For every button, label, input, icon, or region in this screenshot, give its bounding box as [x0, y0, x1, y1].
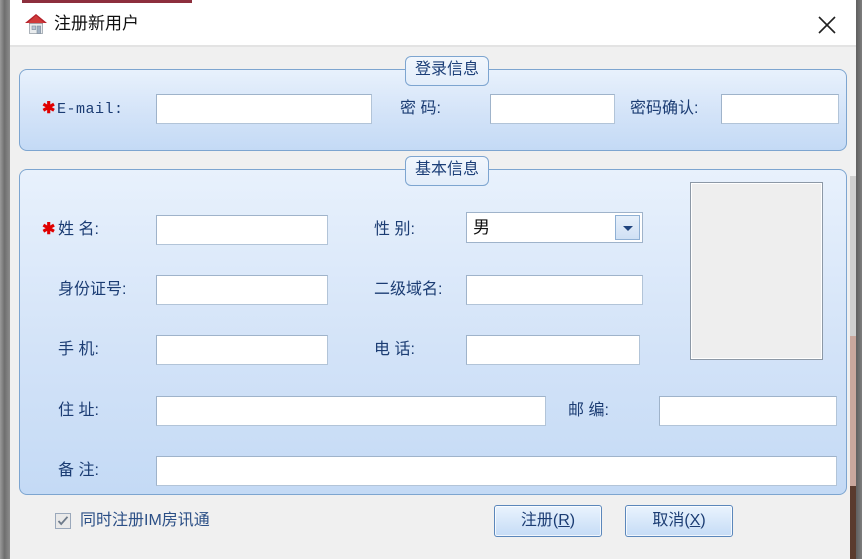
register-im-checkbox[interactable]: 同时注册IM房讯通 — [55, 509, 210, 533]
title-bar: 注册新用户 — [10, 3, 856, 45]
gender-selected-value: 男 — [473, 218, 490, 237]
email-input[interactable] — [156, 94, 372, 124]
window-frame-right — [856, 0, 862, 559]
register-button[interactable]: 注册(R) — [494, 505, 602, 537]
cancel-button-label: 取消( — [652, 512, 690, 529]
dialog-body: 登录信息 ✱ E-mail: 密 码: 密码确认: 基本信息 ✱ 姓 名: 性 … — [10, 47, 856, 559]
group-login-info: 登录信息 ✱ E-mail: 密 码: 密码确认: — [19, 56, 847, 151]
background-peek-middle — [850, 336, 856, 486]
telephone-input[interactable] — [466, 335, 640, 365]
postcode-input[interactable] — [659, 396, 837, 426]
label-remark: 备 注: — [58, 462, 99, 479]
group-login-info-title: 登录信息 — [405, 56, 490, 86]
cancel-button-accel: X — [689, 512, 701, 529]
label-address: 住 址: — [58, 402, 99, 419]
cancel-button-label-end: ) — [700, 512, 706, 529]
background-peek-lower — [850, 486, 856, 559]
label-password: 密 码: — [400, 100, 441, 117]
subdomain-input[interactable] — [466, 275, 643, 305]
register-button-accel: R — [558, 512, 570, 529]
house-icon — [24, 12, 48, 36]
label-gender: 性 别: — [374, 221, 415, 238]
register-im-checkbox-label: 同时注册IM房讯通 — [80, 512, 210, 529]
required-marker-email: ✱ — [42, 100, 56, 117]
titlebar-separator — [10, 45, 856, 47]
group-basic-info: 基本信息 ✱ 姓 名: 性 别: 男 身份证号: 二级域名: 手 机: 电 话: — [19, 156, 847, 495]
window-frame-left — [0, 0, 10, 559]
group-basic-info-title: 基本信息 — [405, 156, 490, 186]
register-button-label: 注册( — [520, 512, 559, 529]
required-marker-fullname: ✱ — [42, 221, 56, 238]
label-postcode: 邮 编: — [568, 402, 609, 419]
chevron-down-icon[interactable] — [615, 215, 640, 240]
window-title: 注册新用户 — [54, 14, 139, 33]
password-confirm-input[interactable] — [721, 94, 839, 124]
close-icon[interactable] — [812, 10, 842, 38]
label-telephone: 电 话: — [374, 341, 415, 358]
cancel-button[interactable]: 取消(X) — [625, 505, 733, 537]
label-id-number: 身份证号: — [58, 281, 127, 298]
gender-select[interactable]: 男 — [466, 212, 643, 243]
address-input[interactable] — [156, 396, 546, 426]
label-email: E-mail: — [57, 101, 124, 118]
register-button-label-end: ) — [569, 512, 576, 529]
remark-input[interactable] — [156, 456, 837, 486]
id-number-input[interactable] — [156, 275, 328, 305]
mobile-input[interactable] — [156, 335, 328, 365]
background-peek-upper — [850, 176, 856, 336]
label-subdomain: 二级域名: — [374, 281, 443, 298]
background-window-peek — [22, 0, 192, 3]
password-input[interactable] — [490, 94, 615, 124]
checkbox-checked-icon[interactable] — [55, 513, 71, 529]
photo-placeholder[interactable] — [690, 182, 823, 360]
fullname-input[interactable] — [156, 215, 328, 245]
label-password-confirm: 密码确认: — [630, 100, 699, 117]
label-mobile: 手 机: — [58, 341, 99, 358]
label-fullname: 姓 名: — [58, 221, 99, 238]
window-frame-top — [10, 0, 862, 3]
